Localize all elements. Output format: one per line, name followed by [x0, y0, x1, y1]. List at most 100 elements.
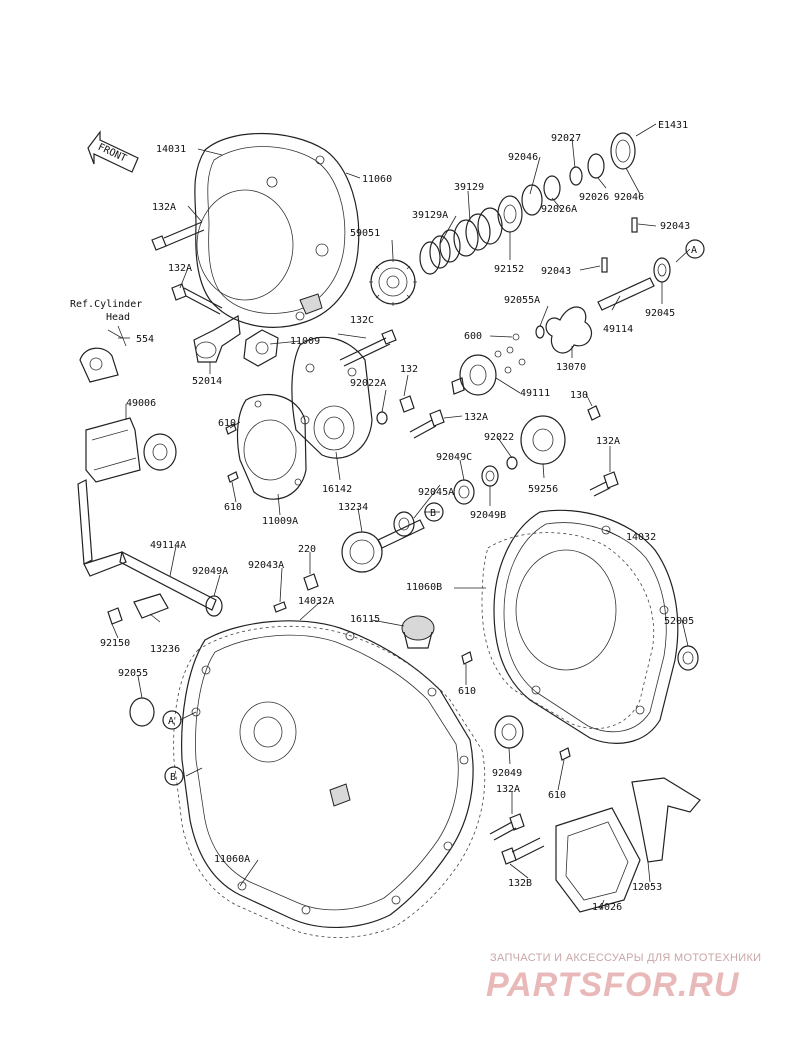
bracket-12053: [631, 777, 701, 863]
label-49006: 49006: [126, 398, 156, 409]
label-59051: 59051: [350, 228, 380, 239]
label-92055: 92055: [118, 668, 148, 679]
label-92049: 92049: [492, 768, 522, 779]
label-610: 610: [218, 418, 236, 429]
callout-A-top-label: A: [691, 245, 697, 256]
watermark-tagline: ЗАПЧАСТИ И АКСЕССУАРЫ ДЛЯ МОТОТЕХНИКИ: [490, 952, 762, 964]
label-92049B: 92049B: [470, 510, 506, 521]
label-132A: 132A: [152, 202, 176, 213]
label-14031: 14031: [156, 144, 186, 155]
label-13070: 13070: [556, 362, 586, 373]
label-132A: 132A: [464, 412, 488, 423]
gasket-11060A: [173, 625, 486, 938]
label-11060B: 11060B: [406, 582, 442, 593]
callout-B-low-label: B: [170, 772, 176, 783]
label-49111: 49111: [520, 388, 550, 399]
label-92046: 92046: [614, 192, 644, 203]
label-600: 600: [464, 331, 482, 342]
bolt-132C: [339, 329, 397, 367]
label-16115: 16115: [350, 614, 380, 625]
crankcase-cover-11060A: [181, 620, 474, 929]
pin-92043A: [273, 573, 319, 613]
gasket-11009A: [236, 393, 307, 500]
label-11060: 11060: [362, 174, 392, 185]
label-92022: 92022: [484, 432, 514, 443]
ref-note-line1: Ref.Cylinder: [70, 299, 142, 310]
oring-92055: [129, 697, 155, 727]
shaft-49114A: [77, 479, 223, 617]
cover-14031: [194, 132, 360, 328]
ref-note-line2: Head: [106, 312, 130, 323]
sprocket-cover-14026: [555, 807, 641, 913]
label-92027: 92027: [551, 133, 581, 144]
label-39129A: 39129A: [412, 210, 448, 221]
label-14032A: 14032A: [298, 596, 334, 607]
part-number-labels: 14031 11060 132A 132A 39129 39129A 59051…: [100, 133, 694, 913]
pins-610-left: [225, 423, 239, 483]
label-92026A: 92026A: [541, 204, 577, 215]
label-92043A: 92043A: [248, 560, 284, 571]
label-13236: 13236: [150, 644, 180, 655]
label-92043: 92043: [541, 266, 571, 277]
label-132C: 132C: [350, 315, 374, 326]
label-220: 220: [298, 544, 316, 555]
front-arrow: FRONT: [87, 130, 139, 173]
bearing-92049: [494, 715, 524, 749]
label-92150: 92150: [100, 638, 130, 649]
label-92049A: 92049A: [192, 566, 228, 577]
label-132A: 132A: [496, 784, 520, 795]
springs-39129: [419, 207, 503, 275]
leader-lines: [111, 123, 691, 911]
gear-59051: [369, 258, 417, 306]
gasket-11009: [243, 329, 279, 367]
label-92045A: 92045A: [418, 487, 454, 498]
breather-49006: [85, 417, 177, 483]
label-39129: 39129: [454, 182, 484, 193]
pump-body-16142: [291, 336, 373, 459]
label-92049C: 92049C: [436, 452, 472, 463]
label-49114A: 49114A: [150, 540, 186, 551]
label-92022A: 92022A: [350, 378, 386, 389]
label-92046: 92046: [508, 152, 538, 163]
label-132A: 132A: [168, 263, 192, 274]
label-49114: 49114: [603, 324, 633, 335]
label-14032: 14032: [626, 532, 656, 543]
label-610: 610: [224, 502, 242, 513]
washer-stack-upper: [497, 132, 636, 233]
label-92043: 92043: [660, 221, 690, 232]
small-parts-mid: [376, 395, 445, 439]
callout-B-mid: B: [424, 502, 444, 522]
callout-B-mid-label: B: [430, 508, 436, 519]
label-92055A: 92055A: [504, 295, 540, 306]
label-92026: 92026: [579, 192, 609, 203]
label-132: 132: [400, 364, 418, 375]
watermark-logo: PARTSFOR.RU: [486, 966, 740, 1004]
label-92045: 92045: [645, 308, 675, 319]
label-130: 130: [570, 390, 588, 401]
ref-code: E1431: [658, 120, 688, 131]
label-132A: 132A: [596, 436, 620, 447]
label-14026: 14026: [592, 902, 622, 913]
governor-49111: [451, 354, 497, 396]
gasket-11060B: [481, 532, 655, 729]
bolt-132B: [501, 837, 545, 865]
plug-16115: [401, 615, 435, 649]
callout-A-low-label: A: [168, 716, 174, 727]
callout-A-top: A: [685, 239, 705, 259]
bracket-13236: [107, 593, 169, 625]
seal-52005: [677, 645, 699, 671]
callout-A-low: A: [162, 710, 182, 730]
bolt-132A-upper: [151, 221, 205, 251]
label-59256: 59256: [528, 484, 558, 495]
label-92152: 92152: [494, 264, 524, 275]
impeller-59256: [506, 405, 601, 470]
label-12053: 12053: [632, 882, 662, 893]
gear-13234: [341, 519, 425, 573]
bolt-132A-right: [589, 471, 619, 497]
label-11009A: 11009A: [262, 516, 298, 527]
label-132B: 132B: [508, 878, 532, 889]
label-52005: 52005: [664, 616, 694, 627]
label-16142: 16142: [322, 484, 352, 495]
cover-14032: [493, 509, 679, 744]
